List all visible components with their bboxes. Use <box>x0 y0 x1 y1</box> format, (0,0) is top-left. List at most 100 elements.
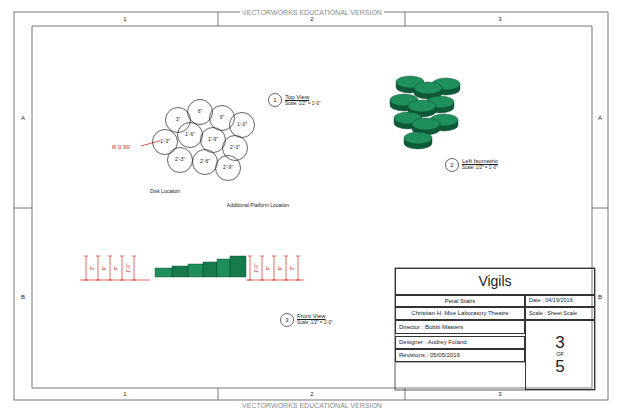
dimension-line <box>250 256 251 280</box>
circle-outline <box>269 94 282 107</box>
disk-circle: 1'-9" <box>200 127 226 153</box>
grid-letter: B <box>598 294 602 300</box>
title-cell: Scale : Sheet Scale <box>525 307 595 320</box>
circle-label: 1'-3" <box>160 139 170 144</box>
zone-tick <box>218 12 219 26</box>
sheet-number-text: 5 <box>555 358 564 376</box>
circle-label: 1'-6" <box>185 132 195 137</box>
title-cell: Director : Bobbi Masters <box>395 320 525 334</box>
grid-letter: B <box>21 294 25 300</box>
dimension: 3" <box>90 266 95 271</box>
dimension-tick <box>132 256 136 257</box>
view-callout: 1 <box>268 93 282 107</box>
radius-dimension: R 0.99' <box>112 144 131 150</box>
dimension: 6" <box>278 266 283 271</box>
circle-outline <box>188 100 213 125</box>
circle-outline <box>166 108 191 133</box>
dimension-tick <box>260 256 264 257</box>
circle-label: 2'-6" <box>200 159 210 164</box>
disk-circle: 2'-0" <box>222 135 248 161</box>
circle-outline <box>201 128 226 153</box>
dimension-tick <box>120 256 124 257</box>
dimension-tick <box>272 256 276 257</box>
circle-outline <box>216 156 241 181</box>
circle-label: 1'-0" <box>237 122 247 127</box>
circle-label: 2'-9" <box>223 165 233 170</box>
dimension-line <box>98 256 99 280</box>
disk-circle: 9" <box>209 105 235 131</box>
circle-outline <box>223 136 248 161</box>
front-view-platforms <box>155 256 246 277</box>
disk-circle: 1'-0" <box>229 112 255 138</box>
dimension-line <box>262 256 263 280</box>
circle-outline <box>168 148 193 173</box>
dimension-line <box>274 256 275 280</box>
view-title: Front View <box>297 313 326 319</box>
sheet-number-text: 3 <box>555 334 564 352</box>
disk-top <box>404 132 432 144</box>
disk-circle: 3" <box>165 107 191 133</box>
grid-letter: A <box>598 115 602 121</box>
grid-number: 2 <box>310 16 313 22</box>
dimension-base <box>246 280 304 281</box>
grid-number: 3 <box>498 391 501 397</box>
dimension-tick <box>248 256 252 257</box>
title-text: Date : 04/19/2016 <box>529 298 573 304</box>
view-callout: 2 <box>445 158 459 172</box>
dimension-tick <box>84 256 88 257</box>
view-callout: 3 <box>280 313 294 327</box>
circle-label: 1 <box>273 97 276 103</box>
title-text: Revisions : 05/05/2016 <box>399 352 460 358</box>
platform-step <box>155 268 172 277</box>
dimension-line <box>86 256 87 280</box>
title-cell: Designer : Audrey Foland <box>395 336 525 349</box>
disk-top <box>408 100 436 112</box>
disk-circle: 2'-9" <box>215 155 241 181</box>
title-cell: Revisions : 05/05/2016 <box>395 349 525 362</box>
view-scale: Scale: 1/2" = 1'-0" <box>462 166 498 171</box>
disk-circle: 2'-6" <box>192 149 218 175</box>
title-cell: Vigils <box>395 268 595 295</box>
dimension-tick <box>284 256 288 257</box>
title-text: Vigils <box>478 274 511 289</box>
title-text: Petal Stairs <box>445 298 476 304</box>
dimension-base <box>80 280 150 281</box>
view-scale: Scale: 1/2" = 1'-0" <box>297 321 333 326</box>
circle-label: 3" <box>176 117 181 122</box>
disk-top <box>414 82 442 94</box>
circle-label: 6" <box>198 109 203 114</box>
circle-label: 9" <box>220 115 225 120</box>
circle-outline <box>178 123 203 148</box>
dimension-tick <box>108 256 112 257</box>
dimension: 6" <box>102 266 107 271</box>
platform-step <box>172 266 188 277</box>
zone-tick <box>405 12 406 26</box>
platform-step <box>230 256 246 277</box>
circle-outline <box>193 150 218 175</box>
circle-outline <box>210 106 235 131</box>
disk-circle: 6" <box>187 99 213 125</box>
title-text: Scale : Sheet Scale <box>529 311 577 317</box>
title-cell: Christian H. Moe Laboratory Theatre <box>395 307 525 320</box>
dimension: 9" <box>114 266 119 271</box>
circle-label: 2 <box>450 162 453 168</box>
dimension-line <box>122 256 123 280</box>
dimension: 3" <box>290 266 295 271</box>
circle-outline <box>153 130 178 155</box>
title-text: Director : Bobbi Masters <box>399 324 463 330</box>
watermark: VECTORWORKS EDUCATIONAL VERSION <box>240 402 384 409</box>
title-cell: Petal Stairs <box>395 295 525 307</box>
title-text: Christian H. Moe Laboratory Theatre <box>411 310 508 316</box>
grid-letter: A <box>21 115 25 121</box>
inner-frame <box>32 26 592 388</box>
outer-frame <box>14 12 608 400</box>
circle-label: 2'-3" <box>175 157 185 162</box>
disk-circle: 2'-3" <box>167 147 193 173</box>
title-cell: Date : 04/19/2016 <box>525 295 595 307</box>
disk-top <box>412 118 440 130</box>
dimension-tick <box>96 256 100 257</box>
grid-number: 1 <box>123 391 126 397</box>
dimension-lines <box>80 256 304 280</box>
disk-circle: 1'-6" <box>177 122 203 148</box>
